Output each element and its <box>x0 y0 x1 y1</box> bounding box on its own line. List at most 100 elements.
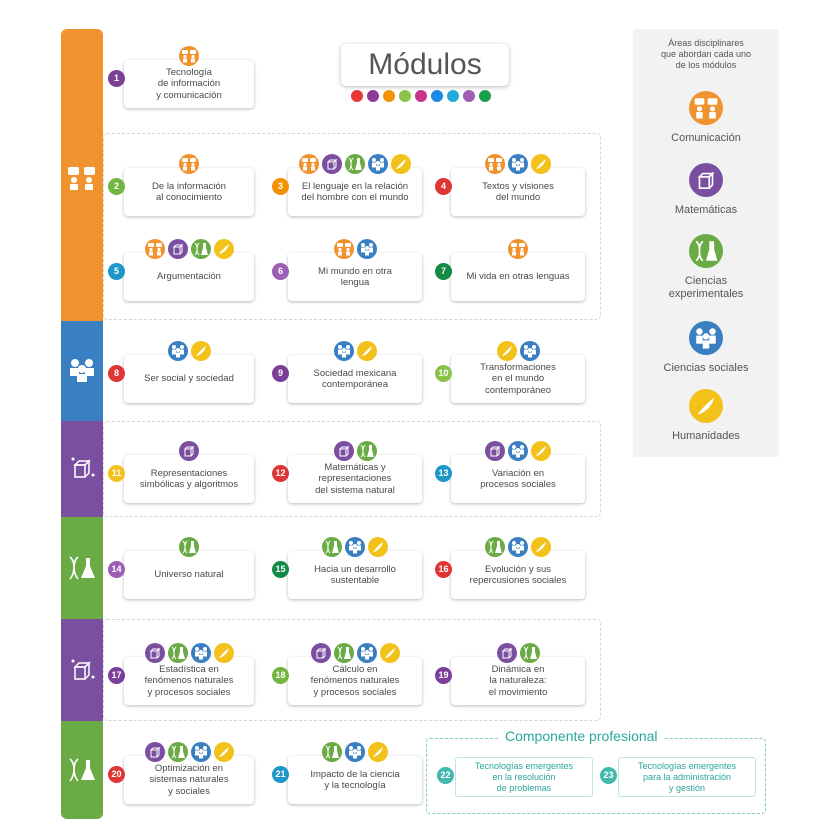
matematicas-icon <box>179 441 199 461</box>
module-label: Variación en procesos sociales <box>480 467 556 491</box>
module-number: 12 <box>272 465 289 482</box>
module-number: 6 <box>272 263 289 280</box>
module-card-19[interactable]: Dinámica en la naturaleza: el movimiento <box>451 657 585 705</box>
ciencias-sociales-icon <box>61 357 103 388</box>
module-area-icons <box>179 46 199 66</box>
module-area-icons <box>333 341 377 361</box>
ciencias-experimentales-icon <box>322 537 342 557</box>
humanidades-icon <box>496 341 517 361</box>
module-area-icons <box>144 643 234 663</box>
ciencias-experimentales-icon <box>333 643 354 663</box>
comunicacion-icon <box>508 239 528 259</box>
module-card-3[interactable]: El lenguaje en la relación del hombre co… <box>288 168 422 216</box>
title-dot <box>367 90 379 102</box>
module-area-icons <box>179 441 199 461</box>
module-card-12[interactable]: Matemáticas y representaciones del siste… <box>288 455 422 503</box>
module-label: Optimización en sistemas naturales y soc… <box>149 762 229 797</box>
module-area-icons <box>508 239 528 259</box>
module-card-9[interactable]: Sociedad mexicana contemporánea <box>288 355 422 403</box>
legend-label: Ciencias sociales <box>663 362 749 374</box>
module-number: 17 <box>108 667 125 684</box>
ciencias-sociales-icon <box>519 341 540 361</box>
module-number: 20 <box>108 766 125 783</box>
ciencias-experimentales-icon <box>345 154 365 174</box>
module-card-4[interactable]: Textos y visiones del mundo <box>451 168 585 216</box>
module-card-11[interactable]: Representaciones simbólicas y algoritmos <box>124 455 254 503</box>
module-card-14[interactable]: Universo natural <box>124 551 254 599</box>
module-label: Mi vida en otras lenguas <box>466 271 570 283</box>
comunicacion-icon <box>485 154 505 174</box>
ciencias-experimentales-icon <box>179 537 199 557</box>
module-area-icons <box>496 643 540 663</box>
module-card-7[interactable]: Mi vida en otras lenguas <box>451 253 585 301</box>
module-label: Representaciones simbólicas y algoritmos <box>139 467 239 491</box>
module-card-2[interactable]: De la información al conocimiento <box>124 168 254 216</box>
comunicacion-icon <box>61 165 103 196</box>
module-number: 3 <box>272 178 289 195</box>
module-card-13[interactable]: Variación en procesos sociales <box>451 455 585 503</box>
module-card-16[interactable]: Evolución y sus repercusiones sociales <box>451 551 585 599</box>
module-area-icons <box>144 742 234 762</box>
ciencias-sociales-icon <box>345 537 365 557</box>
ciencias-experimentales-icon <box>519 643 540 663</box>
band-matematicas-1 <box>61 421 103 517</box>
module-card-17[interactable]: Estadística en fenómenos naturales y pro… <box>124 657 254 705</box>
region-matematicas-2 <box>103 619 601 721</box>
module-label: Tecnología de información y comunicación <box>156 66 222 101</box>
title-box: Módulos <box>341 44 509 86</box>
module-number: 23 <box>600 767 617 784</box>
page-title: Módulos <box>368 48 482 81</box>
ciencias-sociales-icon <box>333 341 354 361</box>
ciencias-experimentales-icon <box>689 234 723 268</box>
humanidades-icon <box>531 537 551 557</box>
module-card-18[interactable]: Cálculo en fenómenos naturales y proceso… <box>288 657 422 705</box>
matematicas-icon <box>496 643 517 663</box>
matematicas-icon <box>167 239 188 259</box>
matematicas-icon <box>144 742 165 762</box>
ciencias-experimentales-icon <box>322 742 342 762</box>
title-dot <box>351 90 363 102</box>
module-card-10[interactable]: Transformaciones en el mundo contemporán… <box>451 355 585 403</box>
humanidades-icon <box>531 441 551 461</box>
module-area-icons <box>496 341 540 361</box>
module-card-20[interactable]: Optimización en sistemas naturales y soc… <box>124 756 254 804</box>
legend-item-com: Comunicación <box>633 91 779 145</box>
matematicas-icon <box>61 455 103 486</box>
module-card-15[interactable]: Hacia un desarrollo sustentable <box>288 551 422 599</box>
band-matematicas-2 <box>61 619 103 721</box>
ciencias-sociales-icon <box>356 643 377 663</box>
ciencias-experimentales-icon <box>61 555 103 586</box>
module-area-icons <box>485 441 551 461</box>
ciencias-experimentales-icon <box>167 742 188 762</box>
module-number: 19 <box>435 667 452 684</box>
module-card-8[interactable]: Ser social y sociedad <box>124 355 254 403</box>
title-dot <box>383 90 395 102</box>
module-card-1[interactable]: Tecnología de información y comunicación <box>124 60 254 108</box>
comunicacion-icon <box>299 154 319 174</box>
module-area-icons <box>167 341 211 361</box>
band-ciencias-experimentales-2 <box>61 721 103 819</box>
module-card-23[interactable]: Tecnologías emergentes para la administr… <box>618 757 756 797</box>
module-card-21[interactable]: Impacto de la ciencia y la tecnología <box>288 756 422 804</box>
module-label: Matemáticas y representaciones del siste… <box>315 461 395 496</box>
module-card-5[interactable]: Argumentación <box>124 253 254 301</box>
module-label: Impacto de la ciencia y la tecnología <box>310 768 400 792</box>
region-comunicacion <box>103 133 601 320</box>
humanidades-icon <box>213 643 234 663</box>
region-matematicas-1 <box>103 421 601 517</box>
module-card-6[interactable]: Mi mundo en otra lengua <box>288 253 422 301</box>
module-area-icons <box>333 239 377 259</box>
humanidades-icon <box>368 742 388 762</box>
matematicas-icon <box>322 154 342 174</box>
legend-label: Humanidades <box>672 430 740 442</box>
module-card-22[interactable]: Tecnologías emergentes en la resolución … <box>455 757 593 797</box>
ciencias-sociales-icon <box>167 341 188 361</box>
module-area-icons <box>299 154 411 174</box>
ciencias-sociales-icon <box>345 742 365 762</box>
matematicas-icon <box>689 163 723 197</box>
matematicas-icon <box>310 643 331 663</box>
module-number: 5 <box>108 263 125 280</box>
module-number: 15 <box>272 561 289 578</box>
module-number: 4 <box>435 178 452 195</box>
module-label: Evolución y sus repercusiones sociales <box>469 563 567 587</box>
